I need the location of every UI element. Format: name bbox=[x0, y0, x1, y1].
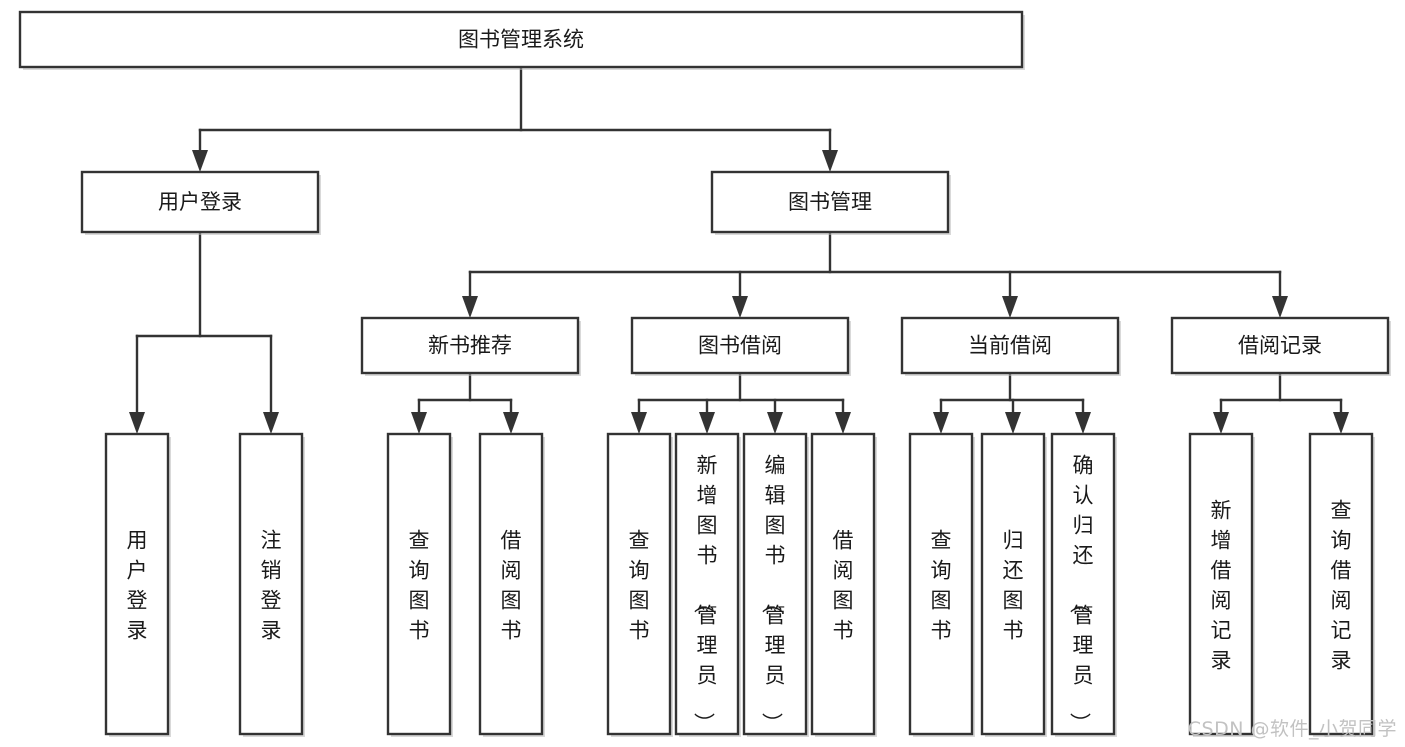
watermark-label: CSDN @软件_小贺同学 bbox=[1187, 718, 1397, 740]
node-leaf-leaf-add-book[interactable]: 新增图书（管理员） bbox=[674, 432, 741, 737]
node-label: 借阅图书 bbox=[501, 528, 522, 642]
node-rect[interactable] bbox=[810, 432, 876, 736]
node-label: 用户登录 bbox=[158, 190, 242, 214]
node-label: 当前借阅 bbox=[968, 334, 1052, 358]
node-level2-user-login[interactable]: 用户登录 bbox=[80, 170, 321, 235]
node-label: 确认归还（管理员） bbox=[1068, 453, 1094, 733]
node-level3-current-borrow[interactable]: 当前借阅 bbox=[900, 316, 1121, 376]
connector-root-to-level2 bbox=[192, 65, 838, 172]
node-leaf-leaf-query-book-recommend[interactable]: 查询图书 bbox=[386, 432, 453, 737]
node-label: 借阅记录 bbox=[1238, 334, 1322, 358]
node-rect[interactable] bbox=[80, 170, 320, 234]
node-level3-book-borrow[interactable]: 图书借阅 bbox=[630, 316, 851, 376]
node-level3-new-book-recommend[interactable]: 新书推荐 bbox=[360, 316, 581, 376]
node-rect[interactable] bbox=[1308, 432, 1374, 736]
node-rect[interactable] bbox=[908, 432, 974, 736]
connector-layer bbox=[129, 65, 1349, 434]
node-label: 借阅图书 bbox=[833, 528, 854, 642]
node-level2-book-manage[interactable]: 图书管理 bbox=[710, 170, 951, 235]
node-leaf-leaf-edit-book[interactable]: 编辑图书（管理员） bbox=[742, 432, 809, 737]
node-layer: 图书管理系统用户登录图书管理新书推荐图书借阅当前借阅借阅记录用户登录注销登录查询… bbox=[18, 10, 1391, 737]
node-label: 新增借阅记录 bbox=[1211, 498, 1232, 672]
node-leaf-leaf-logout[interactable]: 注销登录 bbox=[238, 432, 305, 737]
node-label: 编辑图书（管理员） bbox=[760, 453, 786, 733]
node-rect[interactable] bbox=[478, 432, 544, 736]
node-level3-borrow-record[interactable]: 借阅记录 bbox=[1170, 316, 1391, 376]
node-leaf-leaf-query-book-current[interactable]: 查询图书 bbox=[908, 432, 975, 737]
node-rect[interactable] bbox=[360, 316, 580, 375]
connector-record-to-leaves bbox=[1213, 371, 1349, 434]
node-leaf-leaf-return-book[interactable]: 归还图书 bbox=[980, 432, 1047, 737]
node-rect[interactable] bbox=[980, 432, 1046, 736]
node-label: 查询借阅记录 bbox=[1331, 498, 1352, 672]
node-rect[interactable] bbox=[1188, 432, 1254, 736]
node-label: 图书管理系统 bbox=[458, 28, 584, 52]
node-label: 用户登录 bbox=[127, 528, 148, 642]
node-leaf-leaf-user-login[interactable]: 用户登录 bbox=[104, 432, 171, 737]
node-rect[interactable] bbox=[18, 10, 1024, 69]
node-label: 注销登录 bbox=[261, 528, 282, 642]
node-label: 查询图书 bbox=[629, 528, 650, 642]
connector-bookmanage-to-level3 bbox=[462, 230, 1288, 318]
node-label: 图书借阅 bbox=[698, 334, 782, 358]
node-label: 新书推荐 bbox=[428, 334, 512, 358]
node-leaf-leaf-add-borrow-record[interactable]: 新增借阅记录 bbox=[1188, 432, 1255, 737]
node-label: 图书管理 bbox=[788, 190, 872, 214]
node-label: 归还图书 bbox=[1003, 528, 1024, 642]
node-root-root[interactable]: 图书管理系统 bbox=[18, 10, 1025, 70]
node-leaf-leaf-borrow-book-recommend[interactable]: 借阅图书 bbox=[478, 432, 545, 737]
node-label: 查询图书 bbox=[931, 528, 952, 642]
node-rect[interactable] bbox=[104, 432, 170, 736]
node-rect[interactable] bbox=[742, 432, 808, 736]
node-rect[interactable] bbox=[900, 316, 1120, 375]
connector-borrow-to-leaves bbox=[631, 371, 851, 434]
node-leaf-leaf-confirm-return[interactable]: 确认归还（管理员） bbox=[1050, 432, 1117, 737]
node-leaf-leaf-query-book-borrow[interactable]: 查询图书 bbox=[606, 432, 673, 737]
connector-current-to-leaves bbox=[933, 371, 1091, 434]
node-leaf-leaf-query-borrow-record[interactable]: 查询借阅记录 bbox=[1308, 432, 1375, 737]
node-rect[interactable] bbox=[1050, 432, 1116, 736]
node-rect[interactable] bbox=[674, 432, 740, 736]
node-rect[interactable] bbox=[238, 432, 304, 736]
node-rect[interactable] bbox=[630, 316, 850, 375]
node-rect[interactable] bbox=[386, 432, 452, 736]
node-rect[interactable] bbox=[606, 432, 672, 736]
connector-recommend-to-leaves bbox=[411, 371, 519, 434]
node-label: 新增图书（管理员） bbox=[692, 453, 718, 733]
node-rect[interactable] bbox=[1170, 316, 1390, 375]
node-rect[interactable] bbox=[710, 170, 950, 234]
node-leaf-leaf-borrow-book[interactable]: 借阅图书 bbox=[810, 432, 877, 737]
connector-userlogin-to-leaves bbox=[129, 230, 279, 434]
node-label: 查询图书 bbox=[409, 528, 430, 642]
